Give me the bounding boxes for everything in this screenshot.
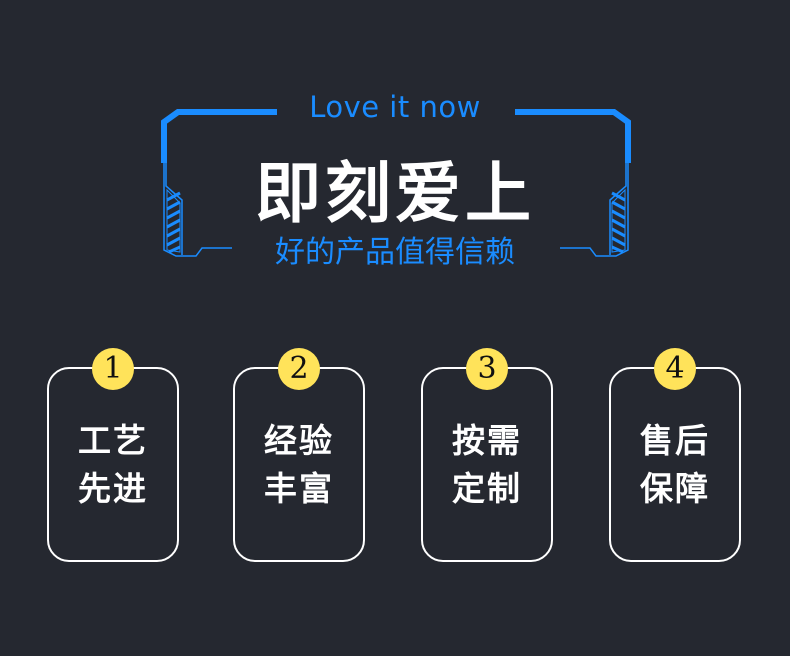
feature-label-line1: 按需 bbox=[452, 421, 522, 460]
feature-card-aftersales: 4 售后保障 bbox=[609, 348, 741, 562]
number-badge: 1 bbox=[92, 348, 134, 390]
feature-label-line1: 工艺 bbox=[78, 421, 148, 460]
page-title: 即刻爱上 bbox=[255, 155, 535, 232]
number-badge: 3 bbox=[466, 348, 508, 390]
tagline-english: Love it now bbox=[309, 90, 481, 124]
number-badge: 2 bbox=[278, 348, 320, 390]
feature-label-line2: 保障 bbox=[640, 469, 710, 508]
feature-card-custom: 3 按需定制 bbox=[421, 348, 553, 562]
feature-card-craft: 1 工艺先进 bbox=[47, 348, 179, 562]
number-badge: 4 bbox=[654, 348, 696, 390]
page-subtitle: 好的产品值得信赖 bbox=[275, 235, 515, 270]
feature-label-line1: 售后 bbox=[640, 421, 710, 460]
feature-card-experience: 2 经验丰富 bbox=[233, 348, 365, 562]
feature-label-line2: 定制 bbox=[452, 469, 522, 508]
feature-label-line1: 经验 bbox=[264, 421, 334, 460]
feature-label-line2: 先进 bbox=[78, 469, 148, 508]
feature-label-line2: 丰富 bbox=[264, 469, 334, 508]
